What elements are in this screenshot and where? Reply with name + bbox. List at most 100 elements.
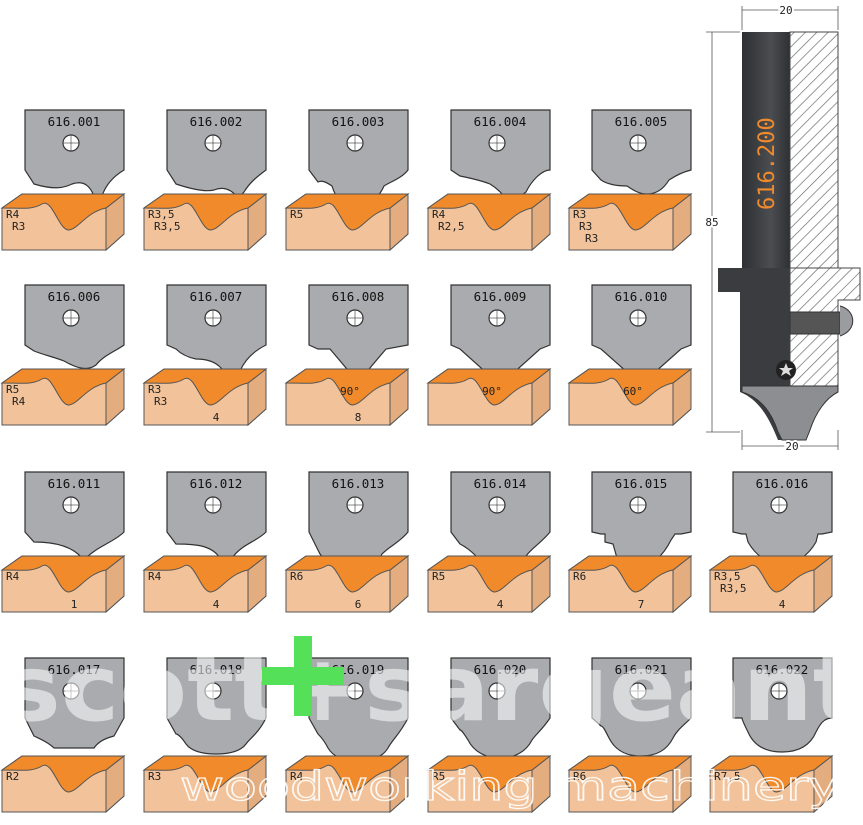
cutter-card: 616.008 90° 8 xyxy=(284,284,410,427)
cutter-code: 616.006 xyxy=(48,289,101,304)
profile-dimension-label: R5 xyxy=(432,770,445,783)
watermark-tagline: woodworking machinery xyxy=(180,764,840,810)
profile-dimension-label: R4 xyxy=(290,770,304,783)
profile-cut xyxy=(426,193,552,231)
profile-cut xyxy=(284,755,410,793)
profile-cut xyxy=(0,555,126,593)
profile-dimension-label: 60° xyxy=(623,385,643,398)
profile-cut xyxy=(426,755,552,793)
knife-plate xyxy=(166,657,267,755)
cutter-code: 616.018 xyxy=(190,662,243,677)
profile-dimension-label: R3,5 xyxy=(720,582,747,595)
cutter-code: 616.003 xyxy=(332,114,385,129)
profile-dimension-label: 90° xyxy=(340,385,360,398)
knife-plate xyxy=(450,284,551,386)
profile-dimension-label: R4 xyxy=(148,570,162,583)
profile-dimension-label: R3 xyxy=(12,220,25,233)
profile-dimension-label: R3 xyxy=(148,383,161,396)
profile-cut xyxy=(708,755,834,793)
profile-cut xyxy=(426,368,552,406)
profile-dimension-label: R5 xyxy=(290,208,303,221)
cutter-code: 616.012 xyxy=(190,476,243,491)
cutter-holder-drawing: 20 85 616.200 20 xyxy=(703,2,861,455)
profile-cut xyxy=(142,368,268,406)
profile-dimension-label: R3 xyxy=(148,770,161,783)
profile-cut xyxy=(284,555,410,593)
cutter-code: 616.020 xyxy=(474,662,527,677)
cutter-card: 616.010 60° xyxy=(567,284,693,427)
knife-plate xyxy=(732,657,833,753)
cutter-code: 616.009 xyxy=(474,289,527,304)
cutter-code: 616.015 xyxy=(615,476,668,491)
profile-cut xyxy=(567,555,693,593)
profile-dimension-label: R7,5 xyxy=(714,770,741,783)
profile-dimension-label: R4 xyxy=(432,208,446,221)
cutter-code: 616.011 xyxy=(48,476,101,491)
cutter-code: 616.022 xyxy=(756,662,809,677)
profile-dimension-label: 4 xyxy=(213,411,220,424)
profile-cut xyxy=(567,193,693,231)
cutter-code: 616.019 xyxy=(332,662,385,677)
cutter-code: 616.010 xyxy=(615,289,668,304)
profile-dimension-label: R4 xyxy=(6,570,20,583)
profile-dimension-label: 7 xyxy=(638,598,645,611)
profile-dimension-label: R5 xyxy=(432,570,445,583)
profile-cut xyxy=(0,755,126,793)
cutter-code: 616.007 xyxy=(190,289,243,304)
cutter-code: 616.002 xyxy=(190,114,243,129)
cutter-code: 616.004 xyxy=(474,114,527,129)
profile-dimension-label: R2 xyxy=(6,770,19,783)
profile-dimension-label: R4 xyxy=(12,395,26,408)
cutter-code: 616.013 xyxy=(332,476,385,491)
holder-bottom-dimension: 20 xyxy=(785,440,798,453)
knife-plate xyxy=(166,284,267,372)
holder-code: 616.200 xyxy=(755,117,780,210)
profile-cut xyxy=(0,368,126,406)
holder-height-dimension: 85 xyxy=(705,216,718,229)
profile-dimension-label: R6 xyxy=(573,770,586,783)
profile-dimension-label: 4 xyxy=(779,598,786,611)
knife-plate xyxy=(24,657,125,749)
cutter-code: 616.014 xyxy=(474,476,527,491)
watermark-brand-text: scott+sargeant xyxy=(2,635,860,742)
cutter-code: 616.008 xyxy=(332,289,385,304)
cutter-code: 616.001 xyxy=(48,114,101,129)
profile-dimension-label: 8 xyxy=(355,411,362,424)
profile-dimension-label: R3 xyxy=(579,220,592,233)
profile-dimension-label: R3,5 xyxy=(148,208,175,221)
profile-dimension-label: 90° xyxy=(482,385,502,398)
profile-dimension-label: R3 xyxy=(585,232,598,245)
cutter-code: 616.016 xyxy=(756,476,809,491)
cutter-code: 616.021 xyxy=(615,662,668,677)
profile-cut xyxy=(284,368,410,406)
profile-cut xyxy=(142,555,268,593)
cutter-card: 616.009 90° xyxy=(426,284,552,427)
profile-dimension-label: R2,5 xyxy=(438,220,465,233)
cutter-code: 616.017 xyxy=(48,662,101,677)
profile-cut xyxy=(142,755,268,793)
cutter-code: 616.005 xyxy=(615,114,668,129)
profile-cut xyxy=(426,555,552,593)
profile-dimension-label: 6 xyxy=(355,598,362,611)
profile-dimension-label: 4 xyxy=(497,598,504,611)
profile-dimension-label: 4 xyxy=(213,598,220,611)
brand-watermark: scott+sargeant woodworking machinery xyxy=(2,635,860,811)
profile-dimension-label: R4 xyxy=(6,208,20,221)
